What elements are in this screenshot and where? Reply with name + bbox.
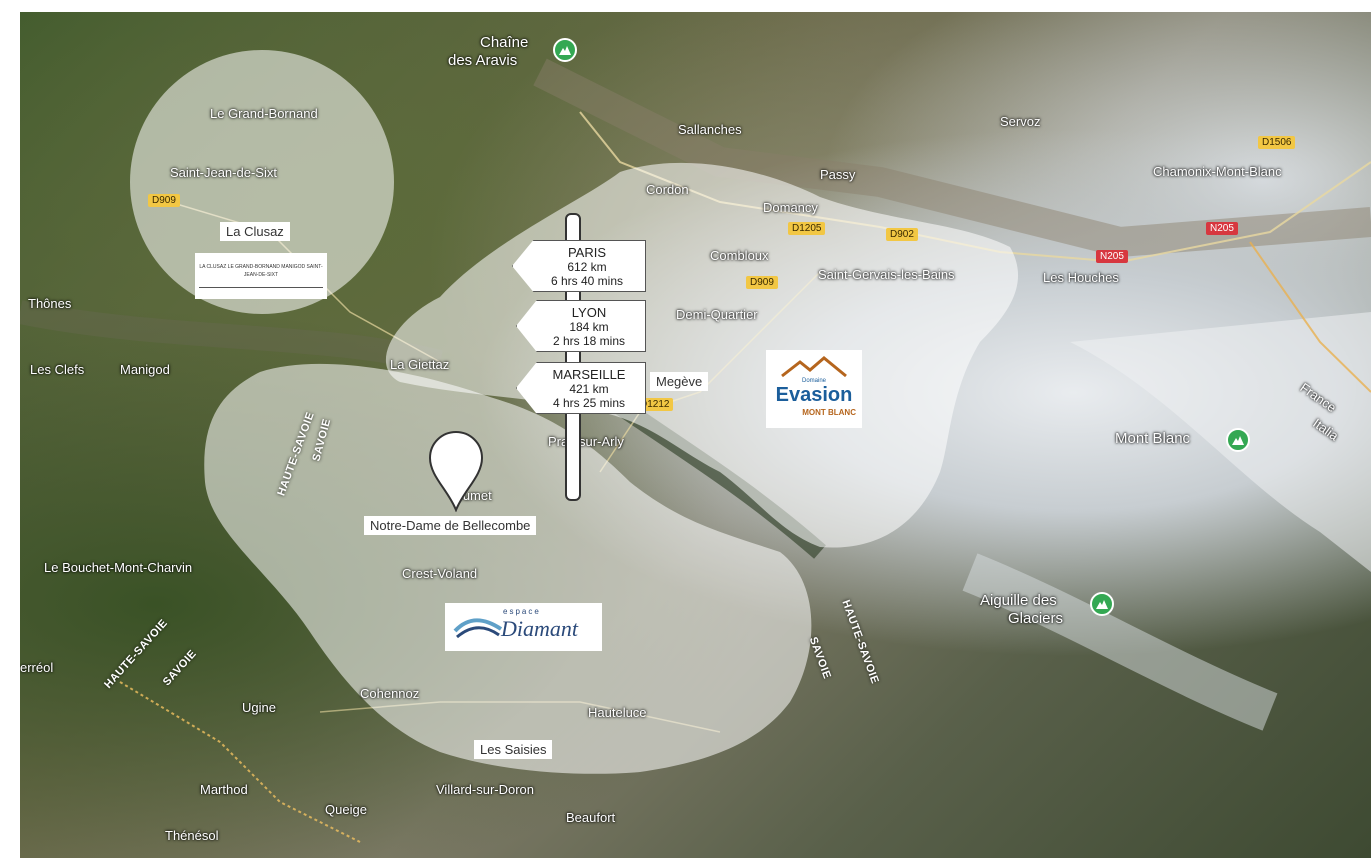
sign-marseille: MARSEILLE 421 km 4 hrs 25 mins: [516, 362, 646, 414]
evasion-logo-line2: Evasion: [775, 384, 853, 406]
sign-distance: 184 km: [569, 320, 609, 334]
sign-city: MARSEILLE: [552, 367, 626, 382]
resort-label-megeve: Megève: [650, 372, 709, 391]
road-shield: D902: [886, 228, 918, 241]
aravis-logo-text: LA CLUSAZ LE GRAND-BORNAND MANIGOD SAINT…: [199, 264, 323, 278]
mountain-peak-icon[interactable]: [553, 38, 577, 62]
place-label: des Aravis: [448, 52, 518, 69]
place-label: Le Grand-Bornand: [210, 106, 318, 121]
sign-lyon: LYON 184 km 2 hrs 18 mins: [516, 300, 646, 352]
place-label: Chaîne: [480, 34, 529, 51]
place-label: Servoz: [1000, 114, 1041, 129]
place-label: Glaciers: [1008, 610, 1064, 627]
resort-label-notre-dame: Notre-Dame de Bellecombe: [364, 516, 537, 535]
sign-time: 2 hrs 18 mins: [552, 334, 626, 348]
place-label: Combloux: [710, 248, 769, 263]
sign-distance: 421 km: [569, 382, 609, 396]
sign-time: 4 hrs 25 mins: [552, 396, 626, 410]
place-label: Villard-sur-Doron: [436, 782, 535, 797]
place-label: Saint-Gervais-les-Bains: [818, 267, 955, 282]
place-label: Aiguille des: [980, 592, 1057, 609]
place-label: Crest-Voland: [402, 566, 478, 581]
diamant-logo-line1: espace: [503, 607, 541, 616]
espace-diamant-logo: espace Diamant: [445, 603, 602, 651]
aravis-resorts-logo: LA CLUSAZ LE GRAND-BORNAND MANIGOD SAINT…: [195, 253, 327, 299]
place-label: Chamonix-Mont-Blanc: [1153, 164, 1282, 179]
place-label: Demi-Quartier: [676, 307, 758, 322]
place-label: Beaufort: [566, 810, 616, 825]
place-label: Thénésol: [165, 828, 219, 843]
sign-paris: PARIS 612 km 6 hrs 40 mins: [512, 240, 646, 292]
place-label: Les Clefs: [30, 362, 85, 377]
mountain-logo-icon: [781, 356, 847, 378]
place-label: Cordon: [646, 182, 689, 197]
mountain-peak-icon[interactable]: [1226, 428, 1250, 452]
resort-label-les-saisies: Les Saisies: [474, 740, 553, 759]
place-label: Mont Blanc: [1115, 430, 1191, 447]
sign-city: LYON: [571, 305, 607, 320]
resort-label-la-clusaz: La Clusaz: [220, 222, 290, 241]
place-label: Le Bouchet-Mont-Charvin: [44, 560, 193, 575]
place-label: Saint-Jean-de-Sixt: [170, 165, 277, 180]
place-label: Ugine: [242, 700, 276, 715]
evasion-mont-blanc-logo: Domaine Evasion MONT BLANC: [766, 350, 862, 428]
place-label: Hauteluce: [588, 705, 647, 720]
sign-city: PARIS: [567, 245, 607, 260]
evasion-logo-line3: MONT BLANC: [802, 408, 856, 417]
place-label: Queige: [325, 802, 367, 817]
diamant-zone: [204, 363, 812, 774]
place-label: Passy: [820, 167, 856, 182]
place-label: Sallanches: [678, 122, 742, 137]
location-pin-icon[interactable]: [428, 430, 484, 512]
road-shield: D1506: [1258, 136, 1296, 149]
place-label: Manigod: [120, 362, 170, 377]
evasion-logo-line1: Domaine: [801, 378, 826, 384]
sign-distance: 612 km: [567, 260, 607, 274]
diamant-logo-line2: Diamant: [501, 616, 578, 641]
mountain-peak-icon[interactable]: [1090, 592, 1114, 616]
place-label: Les Houches: [1043, 270, 1119, 285]
place-label: Domancy: [763, 200, 818, 215]
place-label: Cohennoz: [360, 686, 420, 701]
place-label: Marthod: [200, 782, 248, 797]
satellite-map[interactable]: Chaîne des Aravis Le Grand-Bornand Saint…: [20, 12, 1371, 858]
road-shield: N205: [1096, 250, 1128, 263]
sign-time: 6 hrs 40 mins: [550, 274, 624, 288]
la-clusaz-zone: [130, 50, 394, 314]
road-shield: D1205: [788, 222, 826, 235]
road-shield: D909: [148, 194, 180, 207]
road-shield: N205: [1206, 222, 1238, 235]
swoosh-logo-icon: [453, 618, 503, 639]
place-label: erréol: [20, 660, 54, 675]
place-label: La Giettaz: [390, 357, 450, 372]
road-shield: D909: [746, 276, 778, 289]
place-label: Thônes: [28, 296, 72, 311]
